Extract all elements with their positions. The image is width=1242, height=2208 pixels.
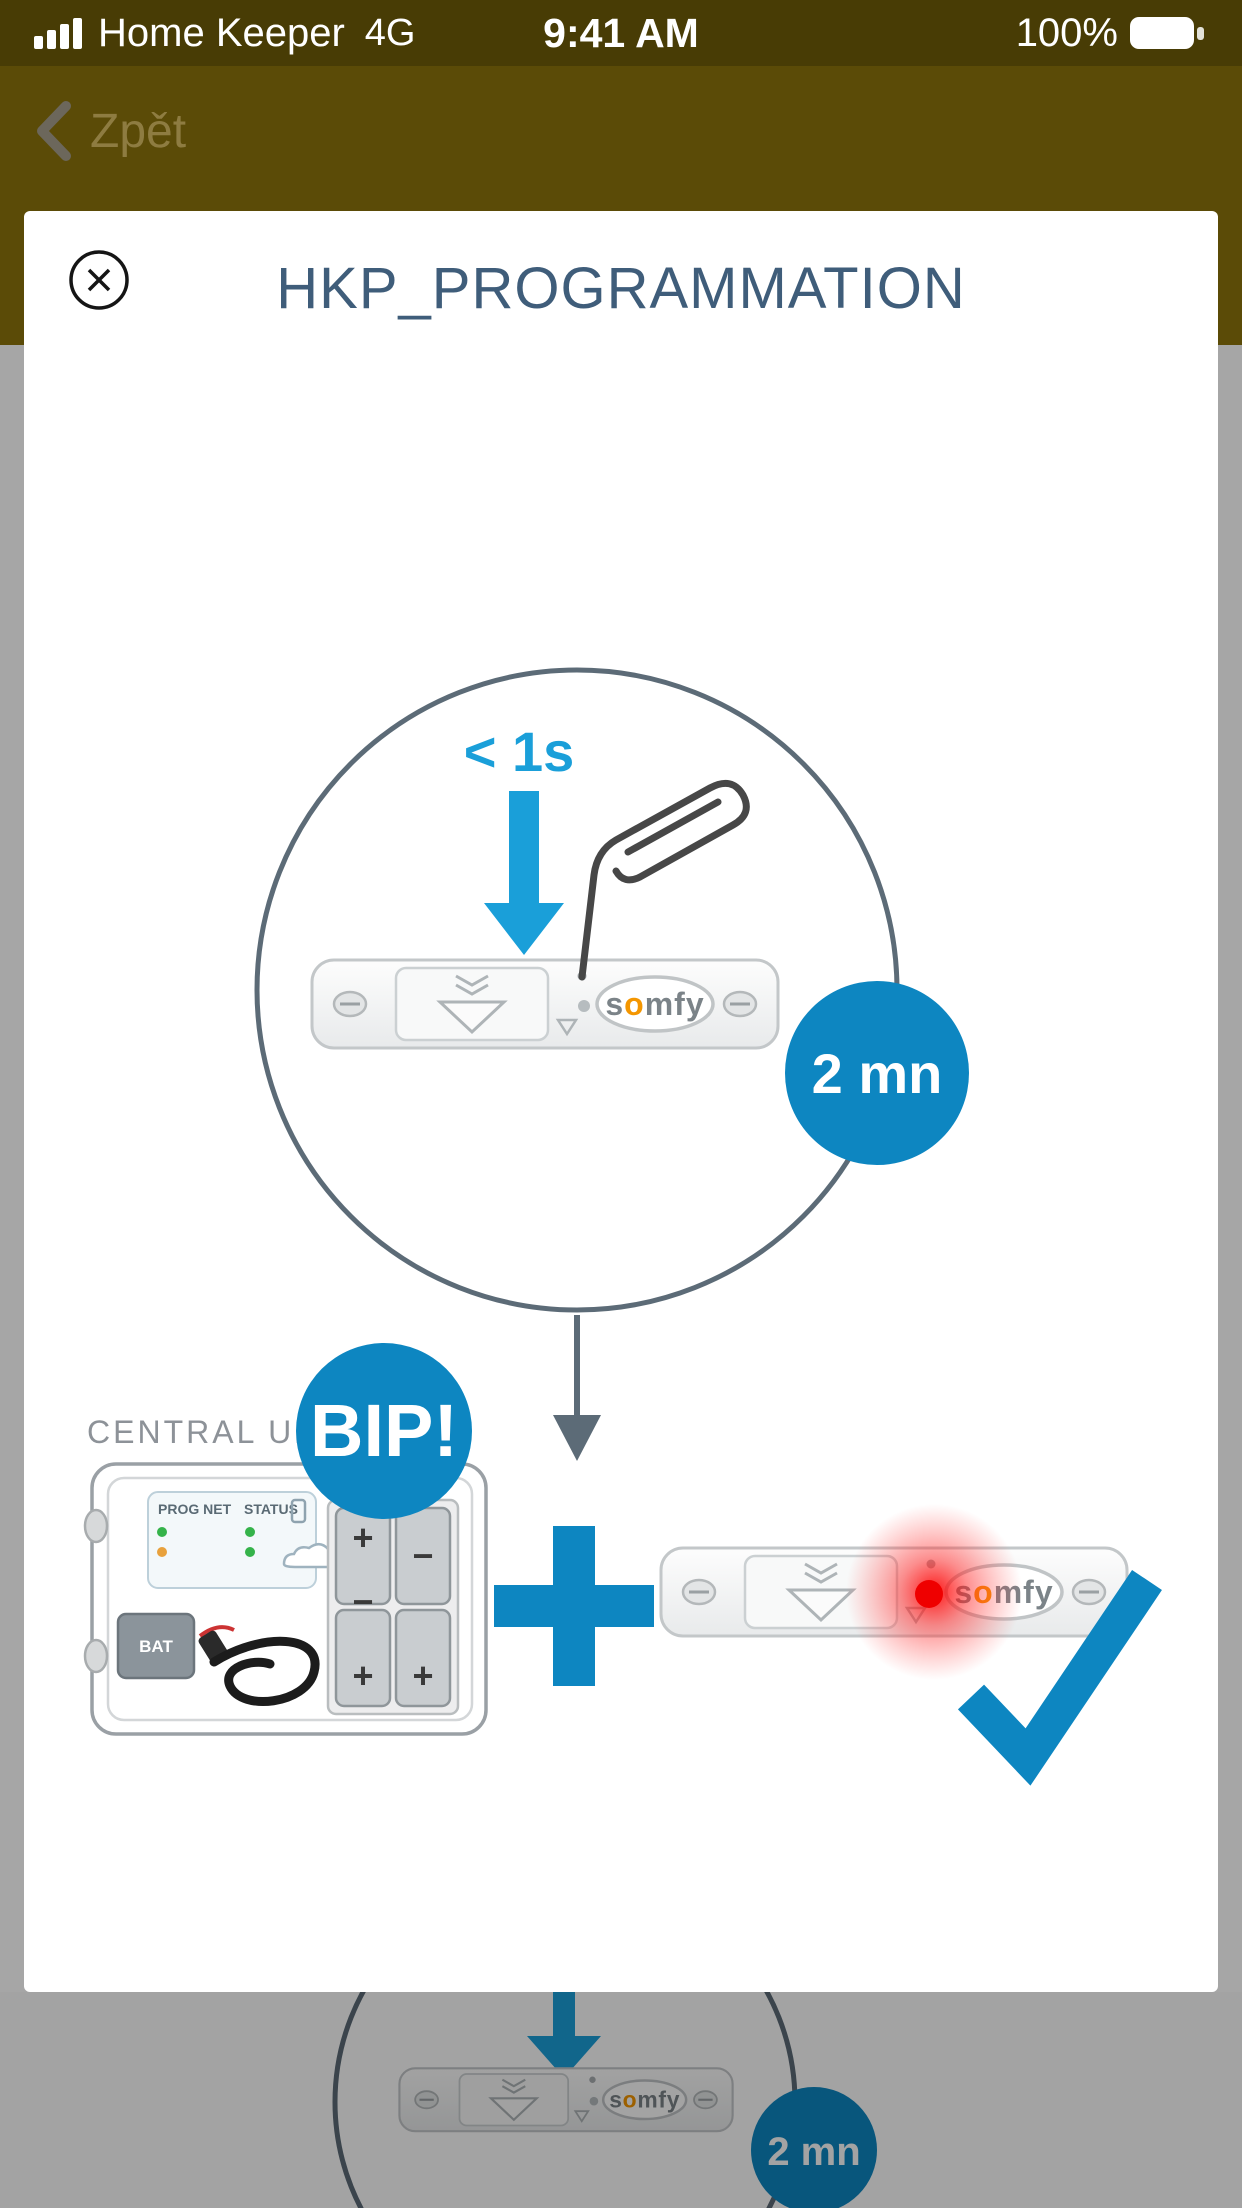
press-arrow-icon [527, 1992, 601, 2078]
led-green [157, 1527, 167, 1537]
dimmed-diagram: 2 mn [332, 1992, 877, 2208]
programming-modal: somfy < 1s [24, 211, 1218, 1992]
battery-mark: − [412, 1535, 433, 1576]
battery-mark: − [352, 1581, 373, 1622]
flow-arrow-icon [553, 1315, 601, 1461]
battery-mark: + [352, 1655, 373, 1696]
power-cable [209, 1636, 320, 1707]
battery-mark: + [352, 1517, 373, 1558]
wait-badge-label: 2 mn [812, 1042, 943, 1105]
bat-label: BAT [139, 1637, 173, 1656]
back-button[interactable]: Zpět [30, 96, 190, 166]
status-bar: Home Keeper 4G 9:41 AM 100% [0, 0, 1242, 66]
clock-label: 9:41 AM [543, 9, 699, 56]
bip-badge-label: BIP! [310, 1389, 458, 1472]
plus-icon [494, 1526, 654, 1686]
sensor-device-1 [310, 958, 780, 1050]
programming-diagram: somfy < 1s [83, 667, 1162, 1786]
dimmed-background-content: 2 mn [0, 1992, 1242, 2208]
sensor-device-2 [659, 1504, 1129, 1680]
close-button[interactable] [66, 247, 132, 313]
network-type-label: 4G [364, 11, 416, 54]
bip-badge: BIP! [296, 1343, 472, 1519]
carrier-label: Home Keeper [98, 10, 345, 55]
led-orange [157, 1547, 167, 1557]
modal-title: HKP_PROGRAMMATION [276, 256, 966, 321]
status-label: STATUS [244, 1501, 298, 1517]
press-time-label: < 1s [464, 720, 575, 783]
close-icon [69, 250, 129, 310]
chevron-left-icon [37, 101, 71, 161]
status-panel [147, 1491, 317, 1589]
led-green [245, 1527, 255, 1537]
prog-net-label: PROG NET [158, 1501, 232, 1517]
central-unit-illustration: PROG NET STATUS + − + + − [83, 1462, 488, 1736]
press-arrow-icon [484, 791, 564, 955]
wait-badge: 2 mn [751, 2087, 877, 2208]
led-green [245, 1547, 255, 1557]
sensor-device-ghost [398, 2067, 734, 2133]
battery-mark: + [412, 1655, 433, 1696]
status-bar-left: Home Keeper 4G [34, 11, 416, 56]
status-led [578, 1000, 590, 1012]
battery-glyph [290, 1498, 307, 1524]
red-wire [198, 1625, 235, 1638]
red-led [915, 1580, 943, 1608]
status-bar-right: 100% [1016, 11, 1208, 56]
checkmark-icon [957, 1569, 1162, 1786]
signal-bars-icon [34, 18, 82, 49]
wait-badge: 2 mn [785, 981, 969, 1165]
wait-badge-label: 2 mn [767, 2130, 860, 2174]
back-button-label: Zpět [90, 104, 187, 158]
bat-module [116, 1612, 196, 1680]
battery-icon [1130, 17, 1204, 49]
paperclip-icon [578, 779, 750, 981]
battery-percent-label: 100% [1015, 10, 1118, 55]
